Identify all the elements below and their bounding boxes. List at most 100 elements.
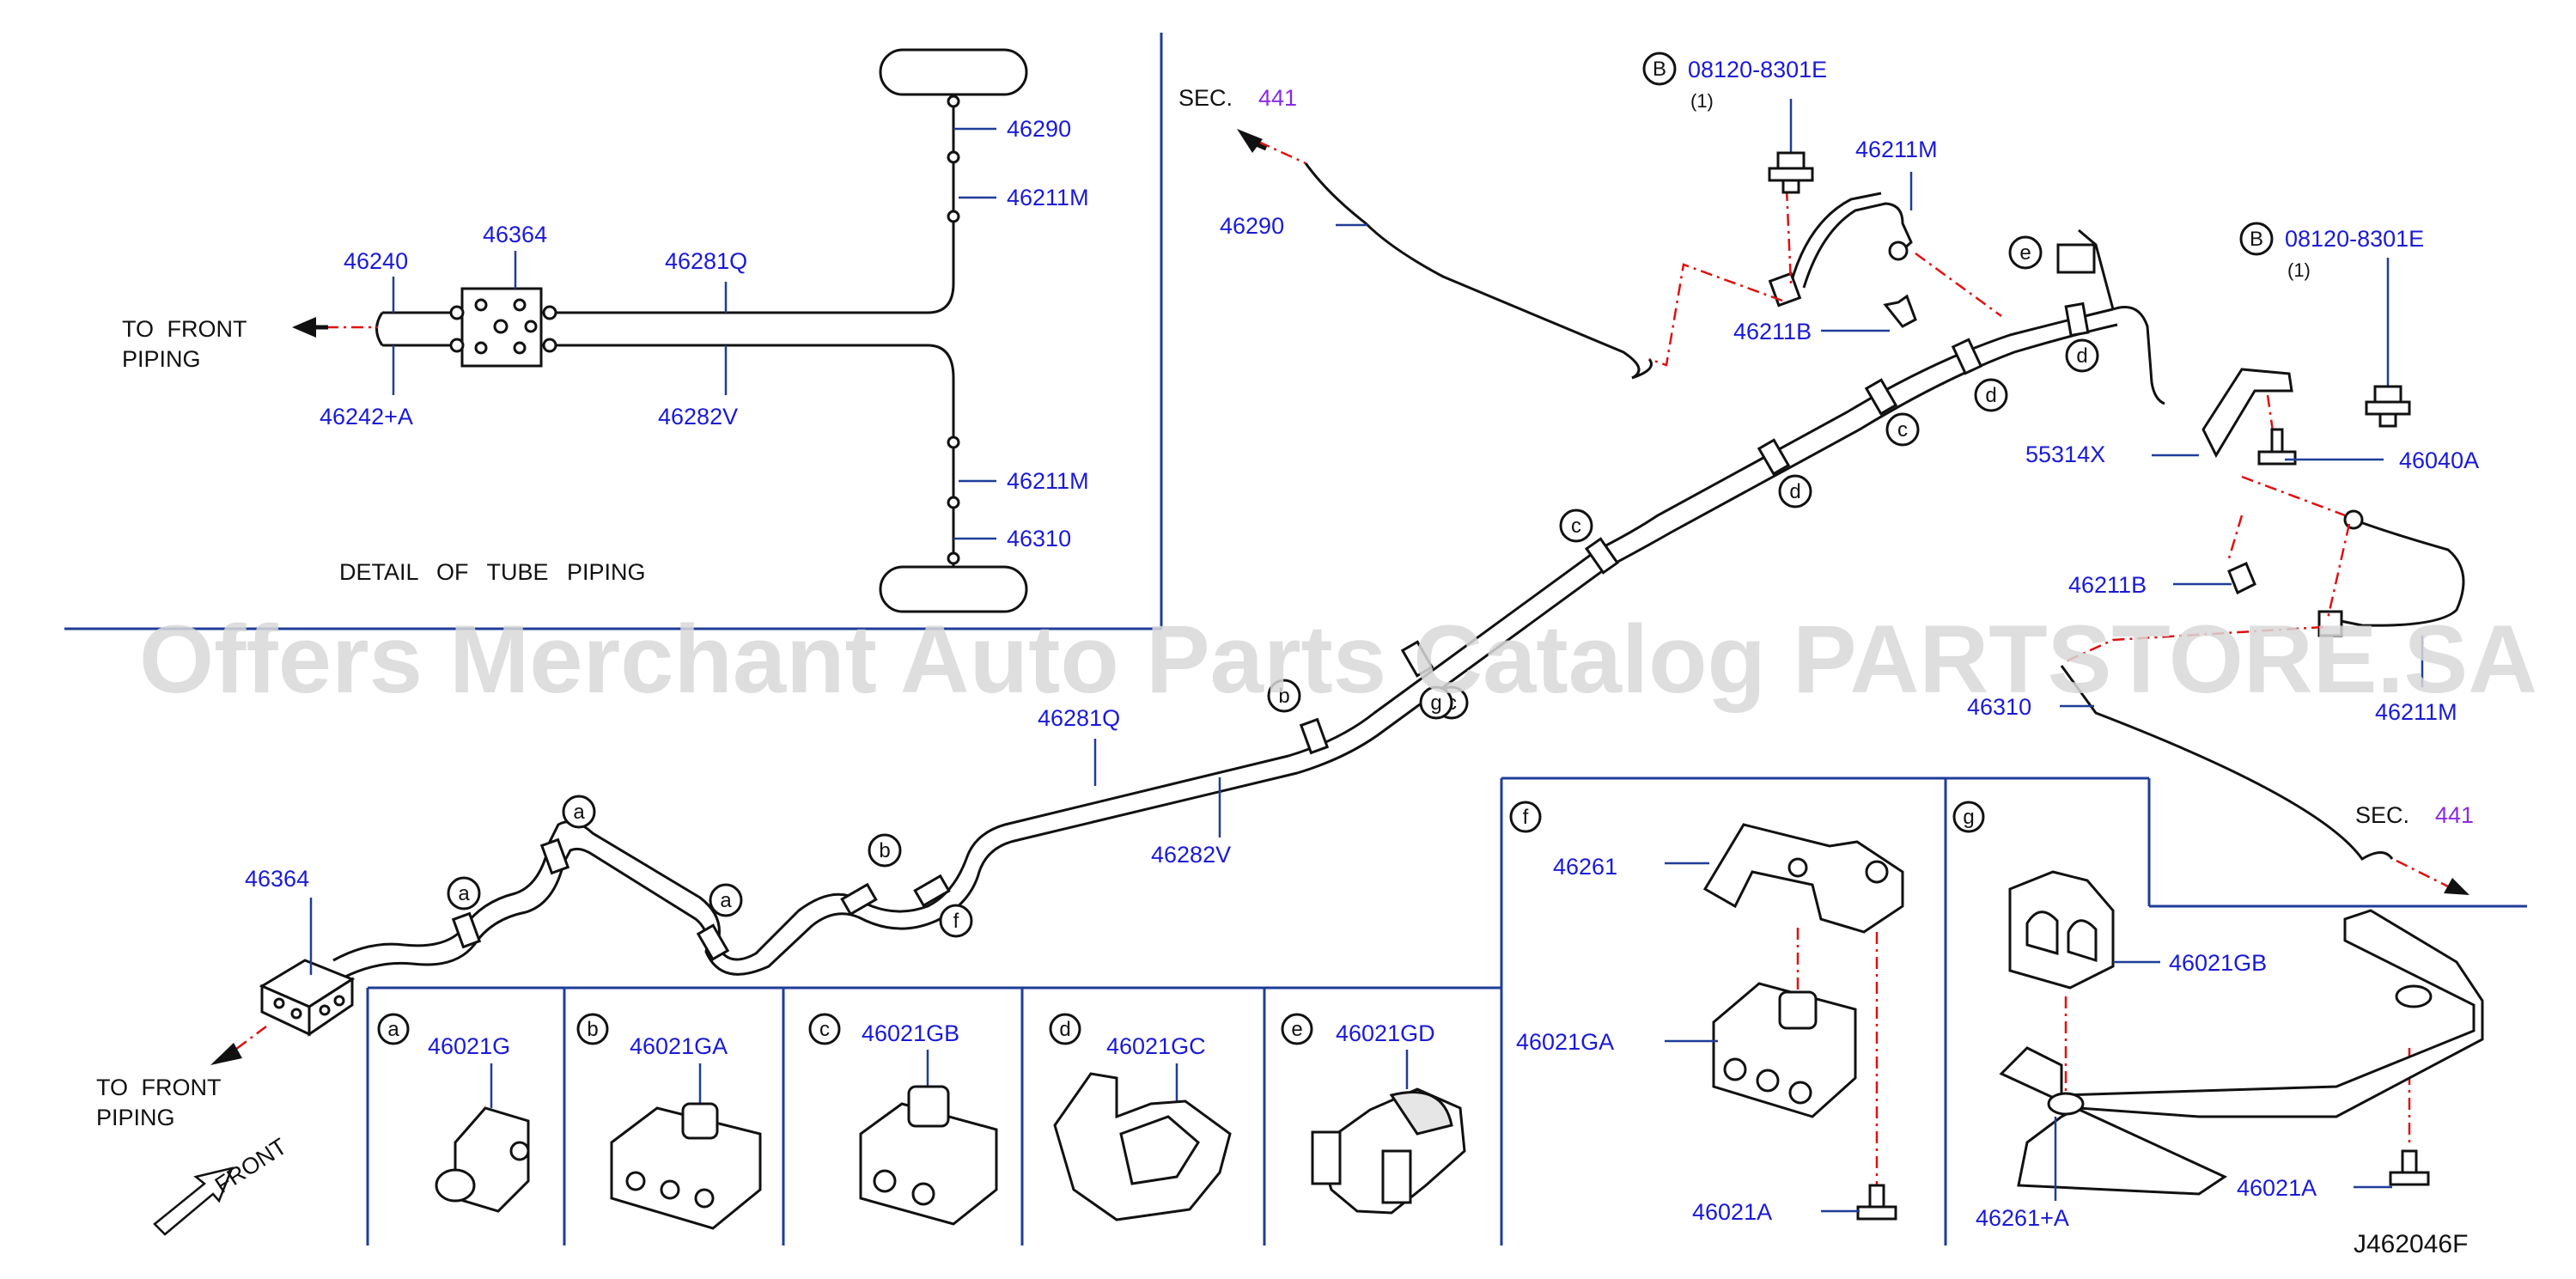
part-46364[interactable]: 46364 bbox=[483, 222, 547, 247]
part-55314X[interactable]: 55314X bbox=[2025, 442, 2105, 467]
clip-marker-a: a bbox=[562, 795, 596, 829]
inset-c: c 46021GB bbox=[808, 1013, 998, 1226]
clip-marker-g-visible: g bbox=[1419, 685, 1453, 720]
frame-lines bbox=[64, 33, 2527, 1246]
svg-text:B: B bbox=[2250, 228, 2263, 251]
detail-tube-piping: 46240 46364 46281Q 46242+A 46282V 46290 … bbox=[122, 48, 1089, 613]
clip-markers: a a a b b c c c d d d e f bbox=[447, 235, 2099, 938]
qty-b2: (1) bbox=[2287, 259, 2311, 281]
part-46021GC[interactable]: 46021GC bbox=[1106, 1033, 1206, 1059]
clip-marker-c: c bbox=[1559, 509, 1593, 543]
part-46310[interactable]: 46310 bbox=[1007, 526, 1071, 551]
clip-marker-b: b bbox=[1267, 679, 1301, 713]
bolt-marker-b2 bbox=[2239, 222, 2274, 256]
clip-marker-a: a bbox=[447, 876, 481, 911]
part-46261A[interactable]: 46261+A bbox=[1976, 1205, 2069, 1231]
detail-title: DETAIL OF TUBE PIPING bbox=[339, 559, 646, 585]
svg-text:d: d bbox=[1985, 384, 1996, 407]
part-08120-8301E-b[interactable]: 08120-8301E bbox=[2285, 226, 2424, 252]
part-46040A[interactable]: 46040A bbox=[2399, 448, 2479, 473]
svg-text:a: a bbox=[387, 1018, 399, 1041]
sec-left-number[interactable]: 441 bbox=[1258, 85, 1297, 111]
clip-e bbox=[2056, 243, 2096, 274]
svg-text:c: c bbox=[819, 1018, 830, 1041]
part-46021GB[interactable]: 46021GB bbox=[862, 1020, 959, 1046]
tube-clip-bands bbox=[451, 301, 2090, 961]
arrow-upleft-icon bbox=[1237, 129, 1263, 153]
svg-text:f: f bbox=[1523, 806, 1529, 829]
part-46242A[interactable]: 46242+A bbox=[320, 404, 413, 429]
svg-text:b: b bbox=[879, 839, 890, 862]
sec-right-number[interactable]: 441 bbox=[2435, 802, 2474, 828]
clip-46211B-top bbox=[1883, 294, 1917, 328]
hose-fitting-right bbox=[2317, 610, 2343, 637]
svg-text:c: c bbox=[1897, 418, 1908, 442]
part-46282V[interactable]: 46282V bbox=[658, 404, 738, 429]
hose-fitting-top-left bbox=[1768, 271, 1802, 308]
part-46281Q-main[interactable]: 46281Q bbox=[1038, 705, 1120, 731]
svg-text:b: b bbox=[1278, 685, 1289, 708]
clip-marker-b: b bbox=[868, 833, 902, 868]
bracket-55314X bbox=[2201, 368, 2293, 459]
junction-block-46364-main bbox=[259, 959, 356, 1037]
part-46211M-top[interactable]: 46211M bbox=[1007, 185, 1089, 210]
arrow-downleft-icon bbox=[210, 1043, 242, 1065]
svg-text:a: a bbox=[458, 882, 470, 905]
svg-text:a: a bbox=[573, 801, 585, 824]
arrow-downright-icon bbox=[2444, 878, 2469, 895]
sec-right-label: SEC. bbox=[2355, 802, 2409, 828]
main-leaders bbox=[309, 172, 2424, 975]
watermark: Offers Merchant Auto Parts Catalog PARTS… bbox=[139, 606, 2537, 713]
part-46021G[interactable]: 46021G bbox=[428, 1033, 510, 1059]
part-46211B-a[interactable]: 46211B bbox=[1733, 319, 1812, 344]
clip-marker-a: a bbox=[709, 883, 743, 917]
part-46021A-f[interactable]: 46021A bbox=[1692, 1199, 1772, 1225]
part-46021GA-f[interactable]: 46021GA bbox=[1516, 1029, 1614, 1055]
svg-text:d: d bbox=[1789, 480, 1800, 503]
to-front-line1: TO FRONT bbox=[122, 316, 247, 342]
front-label: FRONT bbox=[210, 1133, 291, 1198]
svg-text:g: g bbox=[1963, 806, 1974, 829]
clip-marker-d: d bbox=[1778, 474, 1812, 509]
clip-marker-d: d bbox=[1974, 378, 2008, 412]
part-46211B-b[interactable]: 46211B bbox=[2068, 572, 2147, 598]
part-46021GA[interactable]: 46021GA bbox=[630, 1033, 728, 1059]
part-46211M-b[interactable]: 46211M bbox=[2375, 699, 2457, 725]
part-46290-main[interactable]: 46290 bbox=[1220, 213, 1284, 239]
svg-text:e: e bbox=[1291, 1018, 1302, 1041]
part-46282V-main[interactable]: 46282V bbox=[1151, 842, 1231, 868]
part-46240[interactable]: 46240 bbox=[344, 248, 408, 274]
bolt-icon bbox=[1768, 99, 1814, 194]
qty-b1: (1) bbox=[1690, 90, 1714, 112]
svg-text:d: d bbox=[2076, 344, 2087, 368]
svg-text:a: a bbox=[720, 889, 732, 912]
svg-text:B: B bbox=[1653, 58, 1666, 81]
clip-marker-c: c bbox=[1885, 412, 1920, 447]
part-46310-main[interactable]: 46310 bbox=[1967, 694, 2031, 720]
inset-b: b 46021GA bbox=[576, 1013, 762, 1230]
part-46290[interactable]: 46290 bbox=[1007, 116, 1071, 142]
part-08120-8301E-a[interactable]: 08120-8301E bbox=[1688, 57, 1827, 82]
arrow-left-icon bbox=[292, 317, 316, 338]
bolt-marker-b1 bbox=[1642, 52, 1677, 86]
diagram-code: J462046F bbox=[2354, 1230, 2468, 1258]
clip-marker-d: d bbox=[2065, 338, 2099, 373]
clip-marker-e: e bbox=[2008, 235, 2043, 270]
part-46021GD[interactable]: 46021GD bbox=[1336, 1020, 1435, 1046]
part-46281Q[interactable]: 46281Q bbox=[665, 248, 747, 274]
main-labels: SEC. 441 SEC. 441 B 08120-8301E (1) B 08… bbox=[96, 52, 2479, 1130]
svg-text:b: b bbox=[587, 1018, 598, 1041]
inset-f: f 46261 46021GA 46021A bbox=[1509, 801, 1904, 1225]
part-46261[interactable]: 46261 bbox=[1553, 854, 1617, 880]
part-46021A-g[interactable]: 46021A bbox=[2237, 1175, 2317, 1201]
inset-g: g 46021GB 46261+A 46021A bbox=[1952, 801, 2484, 1231]
clip-46211B-right bbox=[2227, 561, 2256, 595]
inset-d: d 46021GC bbox=[1049, 1013, 1232, 1221]
part-46211M-a[interactable]: 46211M bbox=[1855, 137, 1938, 162]
part-46021GB-g[interactable]: 46021GB bbox=[2169, 950, 2267, 976]
part-46211M-bottom[interactable]: 46211M bbox=[1007, 468, 1089, 494]
inset-e: e 46021GD bbox=[1281, 1013, 1466, 1215]
part-46364-main[interactable]: 46364 bbox=[245, 866, 309, 892]
